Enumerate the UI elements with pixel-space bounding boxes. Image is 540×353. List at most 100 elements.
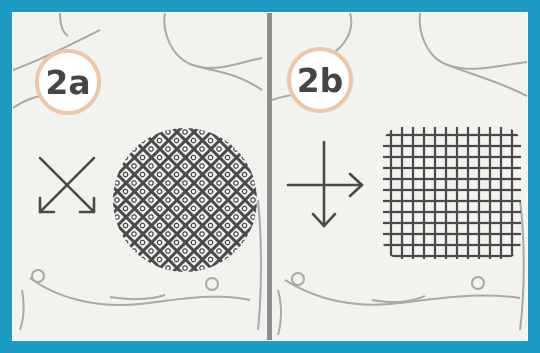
crosshatch-knot	[234, 232, 238, 236]
crosshatch-knot	[234, 164, 238, 168]
crosshatch-knot	[140, 172, 144, 176]
crosshatch-knot	[217, 164, 221, 168]
crosshatch-knot	[166, 266, 170, 270]
crosshatch-knot	[149, 249, 153, 253]
crosshatch-knot	[208, 172, 212, 176]
crosshatch-knot	[217, 198, 221, 202]
crosshatch-knot	[200, 232, 204, 236]
panel-divider	[267, 13, 272, 340]
crosshatch-knot	[225, 189, 229, 193]
crosshatch-knot	[208, 240, 212, 244]
crosshatch-knot	[183, 181, 187, 185]
crosshatch-knot	[123, 223, 127, 227]
crosshatch-knot	[200, 249, 204, 253]
crosshatch-knot	[149, 232, 153, 236]
crosshatch-knot	[208, 223, 212, 227]
crosshatch-knot	[225, 155, 229, 159]
crosshatch-knot	[166, 198, 170, 202]
badge-label: 2a	[45, 63, 90, 102]
crosshatch-knot	[123, 189, 127, 193]
crosshatch-knot	[157, 172, 161, 176]
crosshatch-knot	[217, 215, 221, 219]
crosshatch-knot	[140, 223, 144, 227]
crosshatch-knot	[200, 266, 204, 270]
crosshatch-knot	[208, 257, 212, 261]
crosshatch-knot	[217, 232, 221, 236]
crosshatch-knot	[140, 240, 144, 244]
crosshatch-knot	[191, 206, 195, 210]
crosshatch-knot	[174, 155, 178, 159]
crosshatch-knot	[191, 172, 195, 176]
crosshatch-knot	[242, 206, 246, 210]
crosshatch-knot	[200, 181, 204, 185]
crosshatch-knot	[208, 155, 212, 159]
crosshatch-knot	[183, 198, 187, 202]
crosshatch-knot	[166, 232, 170, 236]
crosshatch-knot	[132, 164, 136, 168]
crosshatch-knot	[149, 181, 153, 185]
crosshatch-knot	[191, 240, 195, 244]
badge-2a: 2a	[37, 51, 99, 113]
crosshatch-knot	[149, 215, 153, 219]
crosshatch-knot	[166, 249, 170, 253]
crosshatch-knot	[191, 189, 195, 193]
crosshatch-knot	[225, 172, 229, 176]
crosshatch-knot	[183, 249, 187, 253]
crosshatch-knot	[234, 181, 238, 185]
crosshatch-knot	[234, 198, 238, 202]
crosshatch-knot	[115, 198, 119, 202]
crosshatch-knot	[191, 138, 195, 142]
crosshatch-knot	[200, 215, 204, 219]
crosshatch-knot	[242, 223, 246, 227]
crosshatch-knot	[242, 172, 246, 176]
crosshatch-knot	[225, 206, 229, 210]
crosshatch-knot	[123, 206, 127, 210]
crosshatch-knot	[157, 206, 161, 210]
badge-2b: 2b	[289, 49, 351, 111]
crosshatch-knot	[183, 215, 187, 219]
crosshatch-knot	[183, 232, 187, 236]
crosshatch-knot	[242, 189, 246, 193]
crosshatch-knot	[183, 130, 187, 134]
crosshatch-knot	[157, 257, 161, 261]
crosshatch-knot	[166, 181, 170, 185]
crosshatch-knot	[157, 189, 161, 193]
crosshatch-knot	[132, 198, 136, 202]
crosshatch-knot	[225, 240, 229, 244]
crosshatch-knot	[217, 249, 221, 253]
crosshatch-knot	[234, 215, 238, 219]
crosshatch-knot	[132, 232, 136, 236]
crosshatch-knot	[200, 130, 204, 134]
crosshatch-knot	[200, 198, 204, 202]
crosshatch-knot	[183, 266, 187, 270]
crosshatch-knot	[174, 223, 178, 227]
crosshatch-knot	[191, 155, 195, 159]
crosshatch-knot	[200, 147, 204, 151]
crosshatch-knot	[174, 138, 178, 142]
crosshatch-knot	[174, 206, 178, 210]
crosshatch-knot	[174, 172, 178, 176]
crosshatch-knot	[115, 181, 119, 185]
crosshatch-knot	[191, 257, 195, 261]
crosshatch-knot	[140, 189, 144, 193]
crosshatch-knot	[191, 223, 195, 227]
crosshatch-knot	[251, 198, 255, 202]
crosshatch-knot	[174, 189, 178, 193]
badge-label: 2b	[297, 61, 344, 100]
crosshatch-knot	[157, 240, 161, 244]
crosshatch-knot	[166, 130, 170, 134]
crosshatch-knot	[183, 164, 187, 168]
crosshatch-knot	[115, 215, 119, 219]
crosshatch-knot	[174, 257, 178, 261]
crosshatch-knot	[140, 155, 144, 159]
crosshatch-knot	[157, 155, 161, 159]
crosshatch-knot	[166, 147, 170, 151]
crosshatch-knot	[200, 164, 204, 168]
crosshatch-knot	[183, 147, 187, 151]
panel-2b: 2b	[272, 13, 527, 340]
crosshatch-knot	[157, 138, 161, 142]
crosshatch-knot	[166, 164, 170, 168]
crosshatch-knot	[225, 223, 229, 227]
crosshatch-knot	[132, 215, 136, 219]
crosshatch-knot	[251, 215, 255, 219]
